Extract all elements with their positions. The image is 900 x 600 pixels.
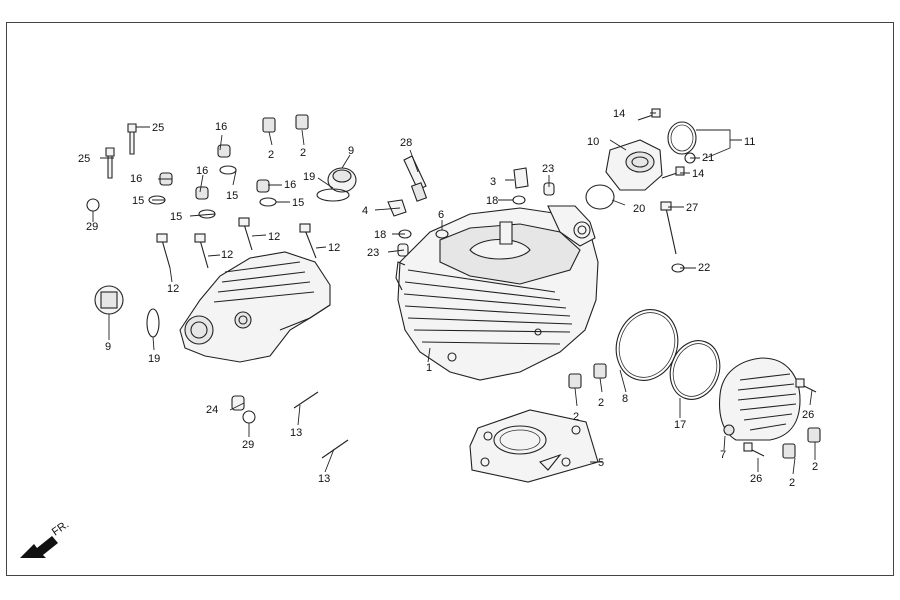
- callout-1: 1: [426, 362, 432, 374]
- callout-9: 9: [105, 341, 111, 353]
- callout-25: 25: [152, 122, 164, 134]
- callout-19: 19: [303, 171, 315, 183]
- cylinder-head: [395, 205, 599, 381]
- callout-18: 18: [374, 229, 386, 241]
- callout-23: 23: [542, 163, 554, 175]
- callout-22: 22: [698, 262, 710, 274]
- callout-15: 15: [226, 190, 238, 202]
- callout-15: 15: [132, 195, 144, 207]
- direction-label: FR.: [50, 518, 71, 538]
- callout-12: 12: [328, 242, 340, 254]
- callout-29: 29: [86, 221, 98, 233]
- callout-13: 13: [318, 473, 330, 485]
- callout-15: 15: [292, 197, 304, 209]
- callout-26: 26: [802, 409, 814, 421]
- callout-14: 14: [692, 168, 704, 180]
- callout-14: 14: [613, 108, 625, 120]
- callout-12: 12: [268, 231, 280, 243]
- callout-18: 18: [486, 195, 498, 207]
- callout-16: 16: [196, 165, 208, 177]
- callout-16: 16: [284, 179, 296, 191]
- callout-2: 2: [268, 149, 274, 161]
- callout-2: 2: [812, 461, 818, 473]
- callout-17: 17: [674, 419, 686, 431]
- callout-21: 21: [702, 152, 714, 164]
- callout-3: 3: [490, 176, 496, 188]
- callout-5: 5: [598, 457, 604, 469]
- callout-23: 23: [367, 247, 379, 259]
- callout-20: 20: [633, 203, 645, 215]
- callout-29: 29: [242, 439, 254, 451]
- leader-lines: [92, 112, 816, 475]
- callout-8: 8: [622, 393, 628, 405]
- o-ring-20: [585, 184, 615, 210]
- callout-10: 10: [587, 136, 599, 148]
- front-direction-arrow: [20, 536, 58, 558]
- hose-clamp: [667, 121, 697, 155]
- callout-9: 9: [348, 145, 354, 157]
- callout-28: 28: [400, 137, 412, 149]
- callout-11: 11: [744, 136, 755, 148]
- callout-6: 6: [438, 209, 444, 221]
- callout-2: 2: [598, 397, 604, 409]
- callout-2: 2: [789, 477, 795, 489]
- side-cover: [718, 357, 801, 441]
- cylinder-gasket: [469, 409, 599, 483]
- callout-7: 7: [720, 449, 726, 461]
- callout-15: 15: [170, 211, 182, 223]
- head-cover: [179, 251, 331, 363]
- callout-2: 2: [300, 147, 306, 159]
- callout-24: 24: [206, 404, 218, 416]
- callout-13: 13: [290, 427, 302, 439]
- callout-19: 19: [148, 353, 160, 365]
- outlet-housing: [605, 139, 663, 191]
- callout-16: 16: [130, 173, 142, 185]
- callout-25: 25: [78, 153, 90, 165]
- o-ring-8: [615, 309, 679, 381]
- callout-26: 26: [750, 473, 762, 485]
- callout-27: 27: [686, 202, 698, 214]
- callout-labels: 1 2 2 2 2 2 2 3 4 5 6 7 8 9 9 10 11 12 1…: [78, 108, 818, 489]
- callout-12: 12: [167, 283, 179, 295]
- callout-16: 16: [215, 121, 227, 133]
- callout-2: 2: [573, 411, 579, 423]
- o-ring-17: [669, 340, 721, 400]
- callout-12: 12: [221, 249, 233, 261]
- callout-4: 4: [362, 205, 368, 217]
